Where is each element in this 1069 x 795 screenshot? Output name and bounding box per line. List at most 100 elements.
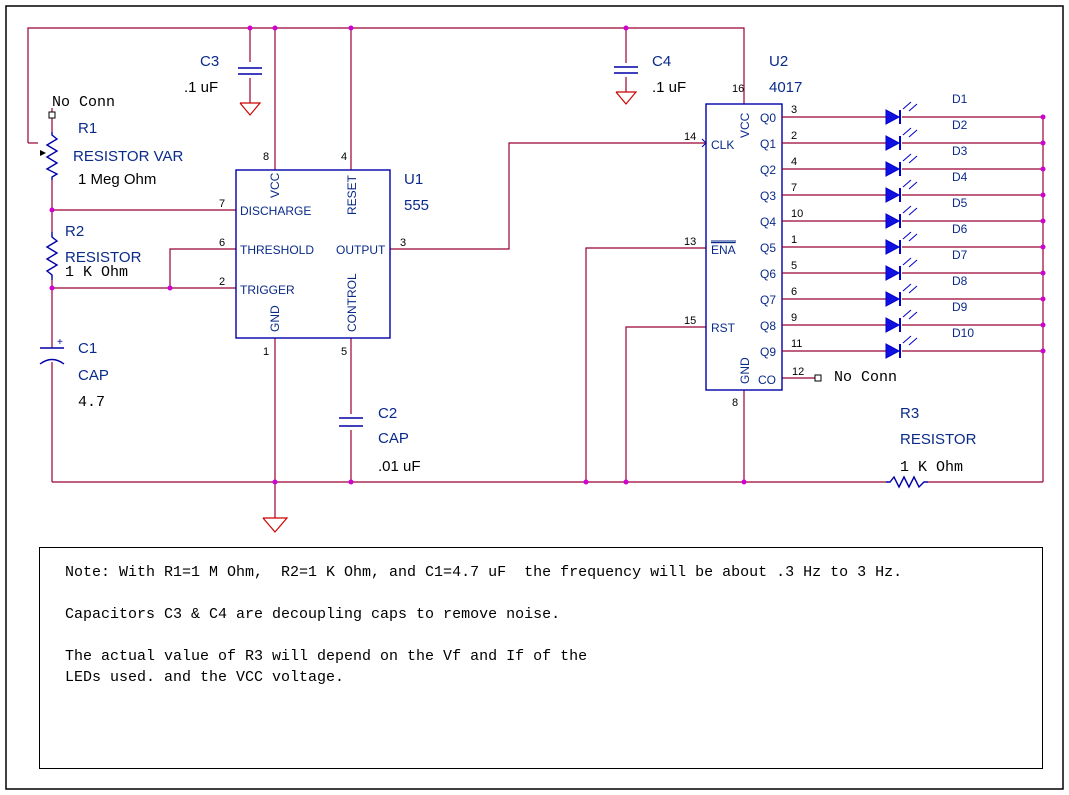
led-label-6: D6 <box>952 222 968 236</box>
r3-resistor: R3 RESISTOR 1 K Ohm <box>886 405 977 489</box>
led-arrow <box>902 335 912 344</box>
led-arrow <box>902 231 912 240</box>
led-icon <box>885 135 901 151</box>
led-label-4: D4 <box>952 170 968 184</box>
r3-type: RESISTOR <box>900 431 977 448</box>
u2-pin-q1: Q1 <box>760 137 776 151</box>
u1-pin-gnd: GND <box>268 305 282 332</box>
u2-pinno-ena: 13 <box>684 236 696 248</box>
c1-value: 4.7 <box>78 394 105 411</box>
r1-ref: R1 <box>78 120 97 137</box>
ground-symbol <box>262 517 289 533</box>
led-arrow <box>902 127 912 136</box>
u2-pin-q4: Q4 <box>760 215 776 229</box>
led-arrow <box>908 103 918 112</box>
led-icon <box>885 109 901 125</box>
c3-value: .1 uF <box>184 79 218 96</box>
r2-resistor: R2 RESISTOR 1 K Ohm <box>45 223 142 281</box>
led-arrow <box>908 311 918 320</box>
junction-dot <box>1040 296 1046 302</box>
r2-type: RESISTOR <box>65 249 142 266</box>
u1-ref: U1 <box>404 171 423 188</box>
junction-dot <box>1040 192 1046 198</box>
c3-ref: C3 <box>200 53 219 70</box>
u1-pin-control: CONTROL <box>345 273 359 332</box>
c1-type: CAP <box>78 367 109 384</box>
led-icon <box>885 291 901 307</box>
c2-type: CAP <box>378 430 409 447</box>
led-label-8: D8 <box>952 274 968 288</box>
sheet-border <box>5 5 1064 790</box>
u1-pin-reset: RESET <box>345 174 359 215</box>
r3-ref: R3 <box>900 405 919 422</box>
led-icon <box>885 317 901 333</box>
led-arrow <box>908 259 918 268</box>
led-arrow <box>902 179 912 188</box>
u2-ref: U2 <box>769 53 788 70</box>
led-arrow <box>908 181 918 190</box>
u2-pin-gnd: GND <box>738 357 752 384</box>
u2-value: 4017 <box>769 79 802 96</box>
led-arrow <box>908 337 918 346</box>
note-line-1: Note: With R1=1 M Ohm, R2=1 K Ohm, and C… <box>65 564 903 581</box>
note-line-2: Capacitors C3 & C4 are decoupling caps t… <box>65 606 561 623</box>
junction-dot <box>1040 114 1046 120</box>
r1-type: RESISTOR VAR <box>73 148 183 165</box>
led-icon <box>885 161 901 177</box>
r1-resistor-var: No Conn R1 RESISTOR VAR 1 Meg Ohm <box>40 94 183 188</box>
u2-pinno-q1: 2 <box>791 130 797 142</box>
u2-pin-q9: Q9 <box>760 345 776 359</box>
c4-value: .1 uF <box>652 79 686 96</box>
u2-pinno-gnd: 8 <box>732 397 738 409</box>
r3-value: 1 K Ohm <box>900 459 963 476</box>
led-arrow <box>902 257 912 266</box>
u2-pin-q3: Q3 <box>760 189 776 203</box>
u2-pinno-q9: 11 <box>791 338 802 350</box>
u2-pin-vcc: VCC <box>738 112 752 138</box>
u1-pin-output: OUTPUT <box>336 243 386 257</box>
junction-dot <box>1040 140 1046 146</box>
u2-pin-q0: Q0 <box>760 111 776 125</box>
u1-pinno-reset: 4 <box>341 151 347 163</box>
led-icon <box>885 239 901 255</box>
led-outputs: Q03D1Q12D2Q24D3Q37D4Q410D5Q51D6Q65D7Q76D… <box>760 92 1046 359</box>
c2-value: .01 uF <box>378 458 421 475</box>
u1-pinno-discharge: 7 <box>219 198 225 210</box>
co-no-conn-label: No Conn <box>834 369 897 386</box>
u1-pin-threshold: THRESHOLD <box>240 243 314 257</box>
u2-pinno-q6: 5 <box>791 260 797 272</box>
u2-pin-q7: Q7 <box>760 293 776 307</box>
led-arrow <box>902 101 912 110</box>
led-label-7: D7 <box>952 248 968 262</box>
junction-dot <box>1040 218 1046 224</box>
u1-pinno-trigger: 2 <box>219 276 225 288</box>
u2-pin-q6: Q6 <box>760 267 776 281</box>
led-label-10: D10 <box>952 326 974 340</box>
junction-dot <box>1040 244 1046 250</box>
led-arrow <box>908 155 918 164</box>
c3-capacitor: C3 .1 uF <box>184 53 262 116</box>
u1-pin-discharge: DISCHARGE <box>240 204 311 218</box>
u2-pin-rst: RST <box>711 321 736 335</box>
led-label-5: D5 <box>952 196 968 210</box>
c4-capacitor: C4 .1 uF <box>614 53 686 105</box>
c1-ref: C1 <box>78 340 97 357</box>
r2-value: 1 K Ohm <box>65 264 128 281</box>
u2-4017-counter: U2 4017 VCC CLK ENA RST GND CO 16 14 13 … <box>684 53 897 409</box>
u2-pinno-q5: 1 <box>791 234 797 246</box>
led-label-9: D9 <box>952 300 968 314</box>
u2-pinno-q4: 10 <box>791 208 803 220</box>
u1-pin-vcc: VCC <box>268 172 282 198</box>
led-label-3: D3 <box>952 144 968 158</box>
r2-ref: R2 <box>65 223 84 240</box>
u2-pinno-q0: 3 <box>791 104 797 116</box>
note-line-3: The actual value of R3 will depend on th… <box>65 648 588 665</box>
u2-pin-ena: ENA <box>711 243 736 257</box>
led-arrow <box>908 285 918 294</box>
u2-pinno-clk: 14 <box>684 131 696 143</box>
u1-pinno-control: 5 <box>341 346 347 358</box>
u2-pinno-q8: 9 <box>791 312 797 324</box>
r1-value: 1 Meg Ohm <box>78 171 156 188</box>
junction-dot <box>1040 348 1046 354</box>
